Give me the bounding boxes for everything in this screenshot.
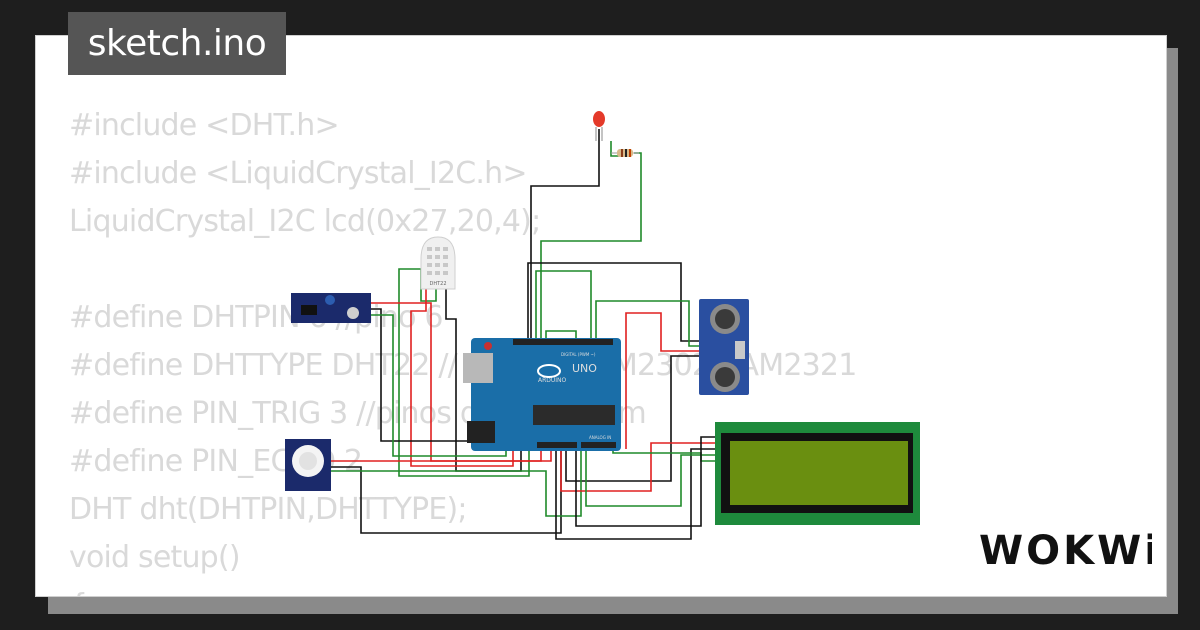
dht22-label: DHT22: [429, 281, 446, 287]
wire-red: [331, 449, 552, 462]
wires: [331, 129, 721, 540]
code-line: #include <LiquidCrystal_I2C.h>: [69, 156, 528, 191]
ultrasonic-crystal: [735, 341, 745, 359]
ultrasonic-mesh: [715, 309, 735, 329]
arduino-header-analog: [581, 442, 616, 448]
led-component[interactable]: [593, 111, 605, 141]
arduino-chip: [533, 405, 615, 425]
arduino-brand: ARDUINO: [538, 377, 567, 384]
wire-green: [398, 268, 530, 477]
wire-red: [410, 289, 514, 467]
wokwi-logo-text: WOKWi: [979, 528, 1152, 574]
wokwi-logo-mark: WOKWi: [979, 528, 1158, 574]
arduino-uno[interactable]: ARDUINO UNO DIGITAL (PWM ~) ANALOG IN: [463, 338, 621, 451]
code-line: LiquidCrystal_I2C lcd(0x27,20,4);: [69, 204, 541, 239]
resistor-band: [625, 149, 627, 157]
dht22-sensor[interactable]: DHT22: [420, 236, 456, 290]
circuit-diagram: DHT22: [285, 111, 920, 540]
resistor-component[interactable]: [611, 149, 639, 157]
arduino-usb: [463, 353, 493, 383]
ldr-chip: [301, 305, 317, 315]
arduino-header-power: [537, 442, 577, 448]
pir-sensor[interactable]: [285, 439, 331, 491]
wire-green: [371, 314, 507, 457]
wire-black: [445, 289, 522, 472]
wire-red: [560, 442, 721, 492]
pir-dome-center: [299, 452, 317, 470]
code-line: {: [69, 582, 857, 596]
arduino-logo: [537, 364, 561, 378]
ultrasonic-sensor[interactable]: [699, 299, 749, 395]
wire-green: [545, 330, 577, 338]
wire-black: [331, 449, 562, 534]
wire-black: [530, 129, 600, 338]
file-tab-label: sketch.ino: [87, 23, 267, 64]
wire-red: [625, 312, 701, 449]
wire-green: [595, 300, 701, 347]
arduino-model: UNO: [572, 362, 597, 375]
led-body: [593, 111, 605, 127]
arduino-analog-label: ANALOG IN: [589, 435, 611, 440]
wire-black: [371, 308, 471, 442]
lcd-screen: [730, 441, 908, 505]
ldr-module[interactable]: [291, 293, 371, 323]
dht22-grille: [427, 247, 448, 275]
ultrasonic-mesh: [715, 367, 735, 387]
arduino-reset: [484, 342, 492, 350]
wire-green: [585, 449, 721, 507]
wire-black: [575, 436, 721, 527]
resistor-band: [621, 149, 623, 157]
wire-green: [535, 270, 592, 338]
file-tab[interactable]: sketch.ino: [68, 12, 286, 75]
resistor-band: [629, 149, 631, 157]
arduino-digital-label: DIGITAL (PWM ~): [561, 352, 596, 357]
ldr-sensor: [347, 307, 359, 319]
code-editor: #include <DHT.h> #include <LiquidCrystal…: [69, 102, 857, 596]
wire-black: [527, 262, 701, 342]
wire-black: [565, 355, 701, 482]
wire-green: [331, 449, 582, 517]
wire-green: [610, 141, 619, 157]
arduino-header-digital: [513, 339, 613, 345]
code-line: #include <DHT.h>: [69, 108, 340, 143]
wokwi-logo: WOKWi: [977, 524, 1158, 578]
ldr-potentiometer: [325, 295, 335, 305]
code-line: DHT dht(DHTPIN,DHTTYPE);: [69, 492, 468, 527]
lcd-display[interactable]: [715, 422, 920, 525]
code-line: void setup(): [69, 540, 241, 575]
preview-card: #include <DHT.h> #include <LiquidCrystal…: [35, 35, 1167, 597]
arduino-power-jack: [467, 421, 495, 443]
